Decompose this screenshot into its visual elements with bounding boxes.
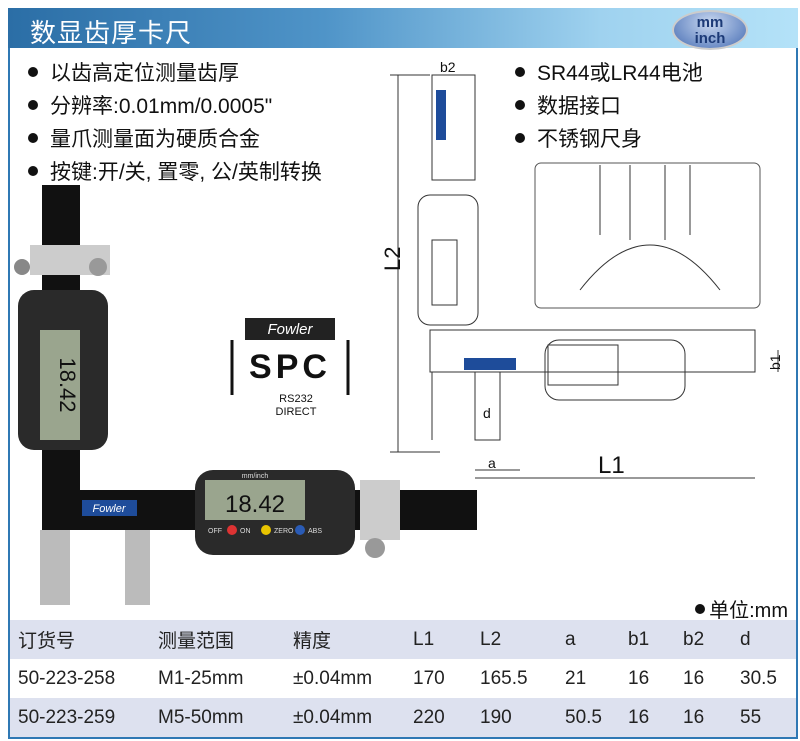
feature-text: SR44或LR44电池 xyxy=(537,62,703,85)
display-reading: 18.42 xyxy=(225,491,285,518)
feature-text: 不锈钢尺身 xyxy=(537,128,642,151)
cell-order-no: 50-223-258 xyxy=(18,667,116,689)
feature-item: 分辨率:0.01mm/0.0005" xyxy=(28,90,322,123)
table-row: 50-223-258 M1-25mm ±0.04mm 170 165.5 21 … xyxy=(10,659,796,698)
cell-d: 30.5 xyxy=(740,667,777,689)
abs-button-icon xyxy=(295,525,305,535)
cell-accuracy: ±0.04mm xyxy=(293,667,373,689)
fowler-logo: Fowler xyxy=(92,503,126,515)
th-l1: L1 xyxy=(405,620,472,659)
feature-text: 按键:开/关, 置零, 公/英制转换 xyxy=(50,161,322,184)
cell-b2: 16 xyxy=(675,698,732,737)
bullet-icon xyxy=(28,100,38,110)
abs-button-label: ABS xyxy=(308,528,322,535)
cell-l2: 190 xyxy=(472,698,557,737)
th-accuracy: 精度 xyxy=(285,620,405,659)
cell-b2: 16 xyxy=(683,667,705,689)
feature-item: 以齿高定位测量齿厚 xyxy=(28,57,322,90)
feature-item: SR44或LR44电池 xyxy=(515,57,703,90)
zero-button-icon xyxy=(261,525,271,535)
cell-b1: 16 xyxy=(628,667,650,689)
mm-inch-badge: mm inch xyxy=(672,10,748,50)
off-button-icon xyxy=(227,525,237,535)
unit-note: 单位:mm xyxy=(695,594,788,623)
spc-brand: Fowler xyxy=(267,321,313,338)
caliper-photo: 18.42 18.42 mm/inch OFF ON ZERO ABS Fowl… xyxy=(14,185,477,605)
zero-button-label: ZERO xyxy=(274,528,294,535)
bullet-icon xyxy=(28,67,38,77)
th-order-no: 订货号 xyxy=(10,620,150,659)
bullet-icon xyxy=(695,604,706,614)
label-l2: L2 xyxy=(380,247,405,271)
feature-text: 量爪测量面为硬质合金 xyxy=(50,128,260,151)
table-row: 50-223-259 M5-50mm ±0.04mm 220 190 50.5 … xyxy=(10,698,796,737)
bullet-icon xyxy=(515,67,525,77)
feature-text: 数据接口 xyxy=(537,95,621,118)
th-l2: L2 xyxy=(472,620,557,659)
product-card-frame xyxy=(8,8,798,739)
spc-rs232: RS232 xyxy=(279,393,313,405)
off-button-label: OFF xyxy=(208,528,222,535)
header-bar: 数显齿厚卡尺 mm inch xyxy=(8,8,798,50)
label-b1: b1 xyxy=(767,354,783,370)
cell-l1: 170 xyxy=(413,667,445,689)
cell-order-no: 50-223-259 xyxy=(10,698,150,737)
cell-a: 50.5 xyxy=(557,698,620,737)
feature-item: 数据接口 xyxy=(515,90,703,123)
table-header-row: 订货号 测量范围 精度 L1 L2 a b1 b2 d xyxy=(10,620,796,659)
cell-l1: 220 xyxy=(405,698,472,737)
page-title: 数显齿厚卡尺 xyxy=(30,18,193,48)
cell-range: M1-25mm xyxy=(158,667,244,689)
badge-inch: inch xyxy=(694,30,726,47)
spc-text: SPC xyxy=(249,348,331,386)
spec-table: 订货号 测量范围 精度 L1 L2 a b1 b2 d 50-223-258 M… xyxy=(10,620,796,737)
feature-text: 分辨率:0.01mm/0.0005" xyxy=(50,95,273,118)
cell-d: 55 xyxy=(732,698,796,737)
bullet-icon xyxy=(28,133,38,143)
label-l1: L1 xyxy=(598,452,625,479)
spc-direct: DIRECT xyxy=(276,406,317,418)
bullet-icon xyxy=(515,100,525,110)
feature-item: 按键:开/关, 置零, 公/英制转换 xyxy=(28,156,322,189)
unit-note-text: 单位:mm xyxy=(709,600,788,622)
cell-a: 21 xyxy=(565,667,587,689)
th-a: a xyxy=(557,620,620,659)
display-reading-vertical: 18.42 xyxy=(55,357,80,412)
th-b1: b1 xyxy=(620,620,675,659)
cell-accuracy: ±0.04mm xyxy=(285,698,405,737)
th-d: d xyxy=(732,620,796,659)
label-a: a xyxy=(488,455,496,471)
features-left: 以齿高定位测量齿厚 分辨率:0.01mm/0.0005" 量爪测量面为硬质合金 … xyxy=(28,57,322,189)
cell-b1: 16 xyxy=(620,698,675,737)
label-d: d xyxy=(483,405,491,421)
th-range: 测量范围 xyxy=(150,620,285,659)
badge-mm: mm xyxy=(696,14,724,31)
th-b2: b2 xyxy=(675,620,732,659)
feature-text: 以齿高定位测量齿厚 xyxy=(50,62,239,85)
label-b2: b2 xyxy=(440,59,456,75)
on-button-label: ON xyxy=(240,528,251,535)
feature-item: 不锈钢尺身 xyxy=(515,123,703,156)
bullet-icon xyxy=(515,133,525,143)
display-unit: mm/inch xyxy=(242,473,269,480)
cell-l2: 165.5 xyxy=(480,667,528,689)
features-right: SR44或LR44电池 数据接口 不锈钢尺身 xyxy=(515,57,703,156)
bullet-icon xyxy=(28,166,38,176)
spc-logo: Fowler SPC RS232 DIRECT xyxy=(230,318,350,418)
cell-range: M5-50mm xyxy=(150,698,285,737)
technical-drawing xyxy=(390,74,779,479)
drawing-labels: b2 L2 b1 L1 a d xyxy=(380,59,783,479)
feature-item: 量爪测量面为硬质合金 xyxy=(28,123,322,156)
